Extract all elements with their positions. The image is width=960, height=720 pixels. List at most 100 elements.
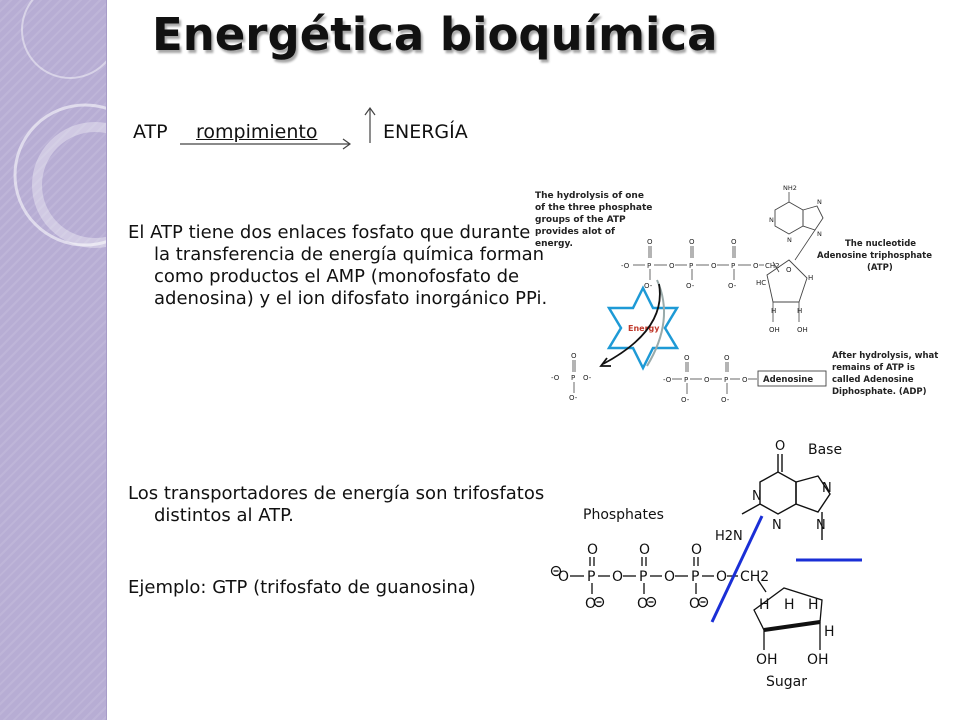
svg-text:O: O	[731, 238, 737, 246]
adenine-base: NH2 N N N N	[769, 184, 824, 261]
svg-text:O-: O-	[644, 282, 653, 290]
svg-text:P: P	[639, 569, 647, 585]
energy-label: Energy	[628, 324, 660, 333]
svg-text:P: P	[689, 262, 693, 270]
guanine-base	[741, 454, 831, 540]
decorative-sidebar	[0, 0, 107, 720]
phosphates-label: Phosphates	[583, 507, 664, 523]
svg-text:Diphosphate. (ADP): Diphosphate. (ADP)	[832, 387, 927, 397]
svg-text:O: O	[669, 262, 675, 270]
slide-title: Energética bioquímica	[152, 8, 718, 61]
atp-ribose-ring: O HC H H H OH OH	[756, 259, 813, 334]
svg-text:NH2: NH2	[783, 184, 797, 192]
svg-text:N: N	[817, 230, 822, 238]
svg-text:OH: OH	[797, 326, 808, 334]
svg-text:H: H	[808, 597, 819, 613]
svg-text:OH: OH	[769, 326, 780, 334]
guanine-atoms: O N N N N H2N	[715, 439, 832, 544]
svg-text:H: H	[808, 274, 813, 282]
svg-text:O: O	[664, 569, 675, 585]
paragraph-transporters: Los transportadores de energía son trifo…	[128, 483, 545, 526]
hydrolysis-arrow	[602, 283, 661, 365]
svg-text:(ATP): (ATP)	[867, 263, 893, 273]
paragraph-atp-bonds: El ATP tiene dos enlaces fosfato que dur…	[128, 222, 548, 309]
svg-text:H: H	[784, 597, 795, 613]
svg-text:O: O	[753, 262, 759, 270]
svg-text:O-: O-	[583, 374, 592, 382]
adp-phosphate-chain: -O P O P O O O O- O-	[663, 354, 748, 404]
svg-text:groups of the ATP: groups of the ATP	[535, 215, 626, 225]
svg-text:O: O	[775, 439, 785, 454]
svg-text:The hydrolysis of one: The hydrolysis of one	[535, 191, 644, 201]
svg-text:O: O	[647, 238, 653, 246]
svg-text:-O: -O	[551, 374, 560, 382]
svg-text:H: H	[771, 307, 776, 315]
base-label: Base	[808, 442, 842, 458]
svg-text:of the three phosphate: of the three phosphate	[535, 203, 652, 213]
svg-text:O: O	[587, 542, 598, 558]
svg-text:H: H	[759, 597, 770, 613]
svg-text:After hydrolysis, what: After hydrolysis, what	[832, 351, 938, 361]
svg-text:O: O	[585, 596, 596, 612]
energy-star-icon: Energy	[606, 279, 680, 371]
adenosine-label: Adenosine	[763, 375, 813, 385]
svg-text:The nucleotide: The nucleotide	[845, 239, 916, 249]
atp-hydrolysis-figure: The hydrolysis of one of the three phosp…	[535, 184, 938, 404]
svg-text:O-: O-	[681, 396, 690, 404]
svg-text:N: N	[752, 489, 762, 504]
svg-text:O: O	[742, 376, 748, 384]
svg-text:O: O	[716, 569, 727, 585]
bond-cut-lines	[710, 515, 862, 623]
svg-text:H2N: H2N	[715, 529, 743, 544]
svg-text:O: O	[711, 262, 717, 270]
svg-text:O: O	[689, 596, 700, 612]
svg-text:H: H	[797, 307, 802, 315]
svg-text:O: O	[786, 266, 792, 274]
svg-text:N: N	[772, 518, 782, 533]
svg-text:O: O	[639, 542, 650, 558]
svg-text:O-: O-	[686, 282, 695, 290]
svg-text:N: N	[816, 518, 826, 533]
svg-text:-O: -O	[621, 262, 630, 270]
svg-text:N: N	[817, 198, 822, 206]
svg-text:O: O	[724, 354, 730, 362]
svg-text:P: P	[587, 569, 595, 585]
svg-text:P: P	[684, 376, 688, 384]
equation-left: ATP	[133, 121, 168, 143]
svg-text:O: O	[689, 238, 695, 246]
svg-text:P: P	[724, 376, 728, 384]
svg-text:provides alot of: provides alot of	[535, 227, 615, 237]
gtp-ribose-ring	[753, 579, 823, 650]
equation-right: ENERGÍA	[383, 121, 468, 143]
svg-text:energy.: energy.	[535, 239, 573, 249]
svg-text:called Adenosine: called Adenosine	[832, 375, 914, 385]
sugar-label: Sugar	[766, 674, 807, 690]
sidebar-circles	[13, 0, 106, 248]
svg-text:O: O	[637, 596, 648, 612]
svg-text:CH2: CH2	[740, 569, 769, 585]
svg-text:O-: O-	[569, 394, 578, 402]
svg-text:CH2: CH2	[765, 262, 780, 270]
svg-text:N: N	[769, 216, 774, 224]
svg-text:remains of ATP is: remains of ATP is	[832, 363, 915, 373]
svg-text:Adenosine triphosphate: Adenosine triphosphate	[817, 251, 932, 261]
equation-middle: rompimiento	[196, 121, 318, 143]
svg-text:N: N	[787, 236, 792, 244]
hydrolysis-caption: The hydrolysis of one of the three phosp…	[535, 191, 652, 249]
svg-text:P: P	[731, 262, 735, 270]
svg-text:P: P	[691, 569, 699, 585]
svg-text:O: O	[684, 354, 690, 362]
svg-text:H: H	[824, 624, 835, 640]
svg-text:OH: OH	[807, 652, 829, 668]
svg-text:O: O	[704, 376, 710, 384]
gtp-phosphate-chain: O P O P O P O CH2 O O O O O O H H H H OH…	[558, 542, 835, 668]
paragraph-example-gtp: Ejemplo: GTP (trifosfato de guanosina)	[128, 577, 476, 598]
equation-arrows	[180, 106, 376, 150]
after-hydrolysis-caption: After hydrolysis, what remains of ATP is…	[832, 351, 938, 397]
svg-text:O-: O-	[728, 282, 737, 290]
free-phosphate: -O P O- O O-	[551, 352, 592, 402]
svg-text:P: P	[647, 262, 651, 270]
svg-text:O: O	[571, 352, 577, 360]
svg-text:OH: OH	[756, 652, 778, 668]
svg-text:P: P	[571, 374, 575, 382]
